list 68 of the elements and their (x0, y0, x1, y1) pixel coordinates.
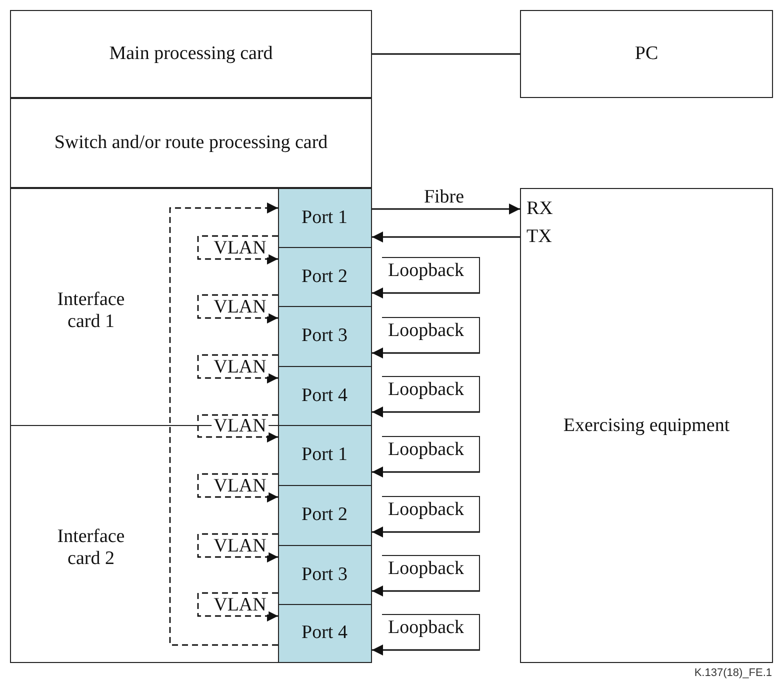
edge-label: VLAN (212, 238, 268, 257)
node-label: Loopback (388, 379, 464, 401)
node-label: Exercising equipment (563, 414, 730, 436)
arrow (372, 406, 480, 418)
equipment-box (520, 188, 773, 663)
card-box (10, 10, 372, 98)
edge-label: VLAN (212, 297, 268, 316)
node-label: Port 4 (302, 622, 348, 644)
dashed-arrow (197, 294, 278, 324)
edge-label: VLAN (212, 595, 268, 614)
loopback-box (382, 317, 480, 353)
port-box (278, 188, 372, 248)
dashed-arrow (197, 533, 278, 562)
figure-id: K.137(18)_FE.1 (694, 667, 772, 679)
loopback-box (382, 376, 480, 412)
port-box (278, 484, 372, 546)
node-label: Port 1 (302, 206, 348, 228)
port-box (278, 366, 372, 426)
dashed-arrow (197, 592, 278, 622)
node-label: Loopback (388, 439, 464, 461)
port-name: RX (526, 198, 553, 220)
connector-line (372, 53, 520, 55)
arrow (372, 348, 480, 358)
dashed-arrow (197, 354, 278, 384)
node-label: Main processing card (109, 43, 273, 65)
port-name: TX (526, 226, 552, 248)
node-label: Port 3 (302, 564, 348, 586)
node-label: Loopback (388, 499, 464, 521)
arrow (372, 288, 480, 298)
edge-label: VLAN (212, 416, 268, 436)
node-label: Loopback (388, 617, 464, 639)
port-box (278, 604, 372, 662)
loopback-box (382, 496, 480, 532)
edge-label: VLAN (212, 357, 268, 376)
node-label: PC (634, 43, 658, 65)
dashed-arrow (197, 235, 278, 264)
loopback-box (382, 436, 480, 472)
node-label: Port 2 (302, 504, 348, 526)
edge-label: VLAN (212, 476, 268, 495)
arrow (372, 232, 520, 242)
loopback-box (382, 614, 480, 650)
arrow (372, 204, 520, 214)
node-label: Loopback (388, 558, 464, 580)
port-box (278, 246, 372, 306)
port-box (278, 544, 372, 604)
node-label: Port 3 (302, 325, 348, 347)
arrow (372, 644, 480, 656)
arrow (372, 526, 480, 538)
computer-box (520, 10, 773, 98)
dashed-arrow (169, 202, 278, 646)
dashed-arrow (197, 414, 278, 442)
port-box (278, 424, 372, 486)
card-box (10, 98, 372, 188)
node-label: Port 4 (302, 385, 348, 407)
dashed-arrow (197, 473, 278, 502)
node-label: Loopback (388, 320, 464, 342)
arrow (372, 466, 480, 478)
node-label: Port 2 (302, 266, 348, 288)
edge-label: VLAN (212, 536, 268, 555)
arrow (372, 586, 480, 596)
loopback-box (382, 555, 480, 591)
node-label: Port 1 (302, 444, 348, 466)
port-box (278, 306, 372, 366)
node-label: Switch and/or route processing card (54, 132, 328, 154)
node-label: Loopback (388, 260, 464, 282)
loopback-box (382, 257, 480, 293)
node-label: Interface card 1 (56, 289, 126, 333)
node-label: Interface card 2 (56, 526, 126, 570)
